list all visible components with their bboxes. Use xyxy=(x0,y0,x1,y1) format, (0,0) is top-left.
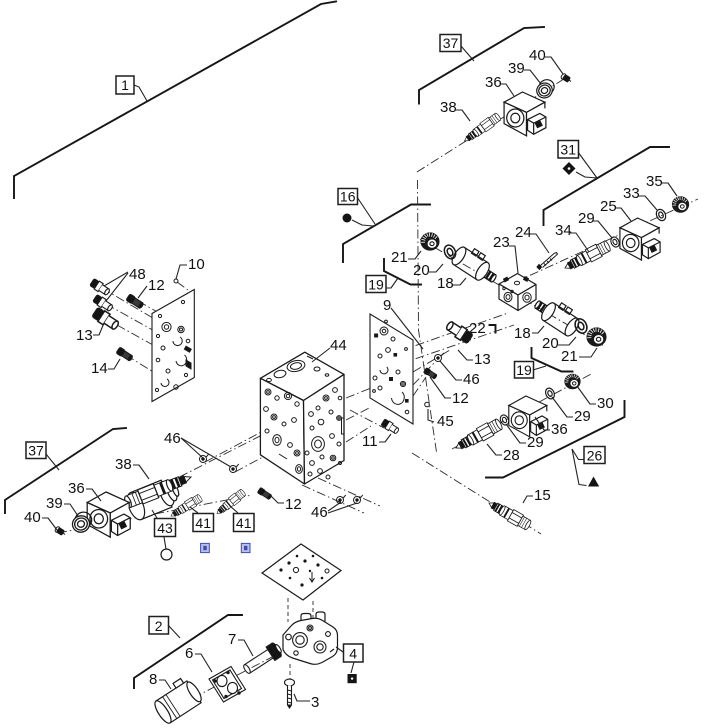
svg-text:29: 29 xyxy=(578,210,595,227)
svg-text:46: 46 xyxy=(164,430,181,447)
svg-text:28: 28 xyxy=(503,447,520,464)
svg-text:21: 21 xyxy=(561,348,578,365)
svg-text:37: 37 xyxy=(28,443,44,459)
svg-text:36: 36 xyxy=(68,480,85,497)
svg-text:15: 15 xyxy=(534,487,551,504)
svg-text:38: 38 xyxy=(440,99,457,116)
svg-text:29: 29 xyxy=(527,434,544,451)
svg-text:41: 41 xyxy=(195,515,211,531)
svg-text:48: 48 xyxy=(129,266,146,283)
svg-text:12: 12 xyxy=(285,496,302,513)
svg-text:46: 46 xyxy=(311,504,328,521)
svg-text:38: 38 xyxy=(115,456,132,473)
svg-text:39: 39 xyxy=(508,60,525,77)
svg-text:19: 19 xyxy=(516,362,532,378)
svg-text:10: 10 xyxy=(188,256,205,273)
svg-text:23: 23 xyxy=(493,234,510,251)
svg-text:1: 1 xyxy=(121,77,129,93)
svg-text:22: 22 xyxy=(469,320,486,337)
svg-text:40: 40 xyxy=(24,509,41,526)
svg-text:12: 12 xyxy=(148,277,165,294)
svg-text:33: 33 xyxy=(623,185,640,202)
svg-text:25: 25 xyxy=(600,198,617,215)
svg-text:19: 19 xyxy=(368,277,384,293)
svg-text:46: 46 xyxy=(463,371,480,388)
svg-text:11: 11 xyxy=(362,433,378,450)
svg-text:31: 31 xyxy=(560,142,576,158)
svg-text:9: 9 xyxy=(383,297,391,314)
svg-text:21: 21 xyxy=(391,249,408,266)
svg-text:26: 26 xyxy=(587,448,603,464)
svg-text:36: 36 xyxy=(485,74,502,91)
svg-text:14: 14 xyxy=(91,360,108,377)
svg-text:8: 8 xyxy=(149,671,157,688)
svg-text:13: 13 xyxy=(76,327,93,344)
svg-text:7: 7 xyxy=(228,631,236,648)
svg-text:37: 37 xyxy=(443,35,459,51)
svg-text:44: 44 xyxy=(330,337,347,354)
svg-text:20: 20 xyxy=(413,262,430,279)
svg-text:18: 18 xyxy=(514,325,531,342)
svg-text:13: 13 xyxy=(474,351,491,368)
svg-text:12: 12 xyxy=(452,390,469,407)
svg-text:18: 18 xyxy=(437,275,454,292)
svg-text:20: 20 xyxy=(542,335,559,352)
svg-text:30: 30 xyxy=(597,395,614,412)
svg-text:39: 39 xyxy=(46,495,63,512)
svg-text:34: 34 xyxy=(555,222,572,239)
svg-text:3: 3 xyxy=(311,694,319,711)
svg-text:40: 40 xyxy=(529,47,546,64)
svg-text:36: 36 xyxy=(551,421,568,438)
svg-text:4: 4 xyxy=(349,646,357,662)
svg-text:29: 29 xyxy=(574,408,591,425)
svg-text:24: 24 xyxy=(515,224,532,241)
svg-text:35: 35 xyxy=(646,173,663,190)
svg-text:41: 41 xyxy=(236,515,252,531)
svg-text:45: 45 xyxy=(437,413,454,430)
svg-text:2: 2 xyxy=(155,618,163,634)
svg-text:16: 16 xyxy=(340,189,356,205)
svg-text:43: 43 xyxy=(157,520,173,536)
svg-text:6: 6 xyxy=(185,645,193,662)
